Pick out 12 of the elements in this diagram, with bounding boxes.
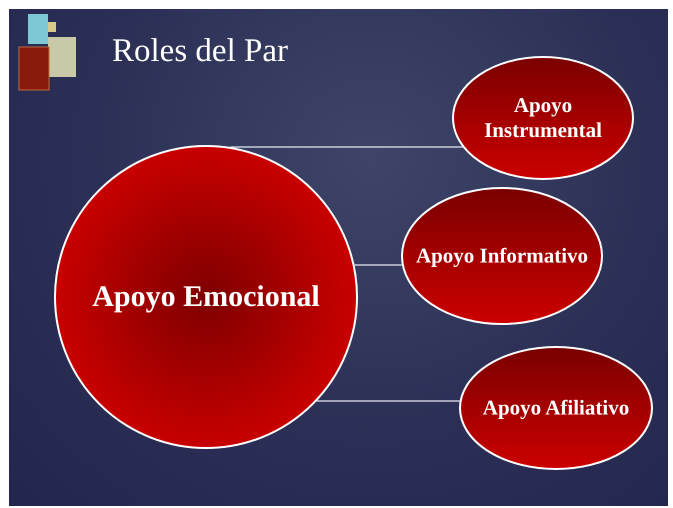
node-label: Apoyo Emocional [91,279,321,315]
ellipse-node [459,346,653,470]
connector-line [354,264,402,266]
slide-title: Roles del Par [112,33,288,70]
connector-line [316,400,460,402]
node-label: Apoyo Informativo [414,243,590,269]
connector-line [230,146,463,148]
ellipse-node [452,56,634,180]
circle-node [54,145,358,449]
node-label: Apoyo Instrumental [483,92,603,144]
node-label: Apoyo Afiliativo [482,395,630,421]
ellipse-node [401,187,603,325]
